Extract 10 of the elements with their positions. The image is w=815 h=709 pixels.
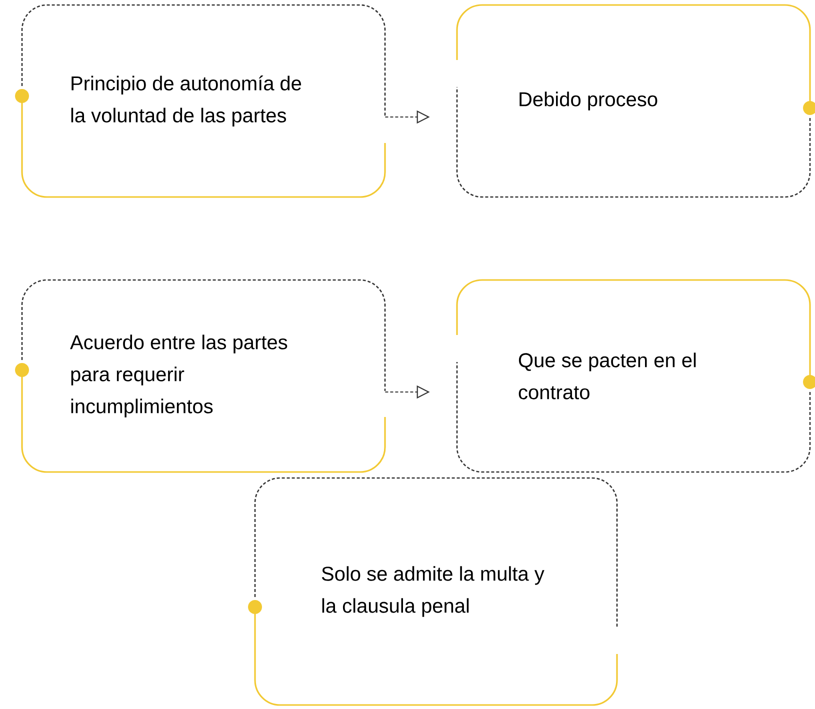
node-label: Debido proceso [520, 92, 658, 110]
process-box: Acuerdo entre las partes para requerir incumplimientos [15, 279, 386, 473]
node-label: Solo se admite la multa y la clausula penal [322, 566, 544, 617]
node-label: Que se pacten en el contrato [518, 352, 696, 400]
process-box: Que se pacten en el contrato [456, 279, 815, 473]
node-label: Principio de autonomía de la voluntad de las partes [71, 76, 302, 126]
process-box: Solo se admite la multa y la clausula penal [248, 477, 618, 706]
process-box: Principio de autonomía de la voluntad de las partes [15, 4, 386, 198]
process-box: Debido proceso [456, 4, 815, 198]
node-label: Acuerdo entre las partes para requerir incumplimientos [70, 334, 288, 418]
